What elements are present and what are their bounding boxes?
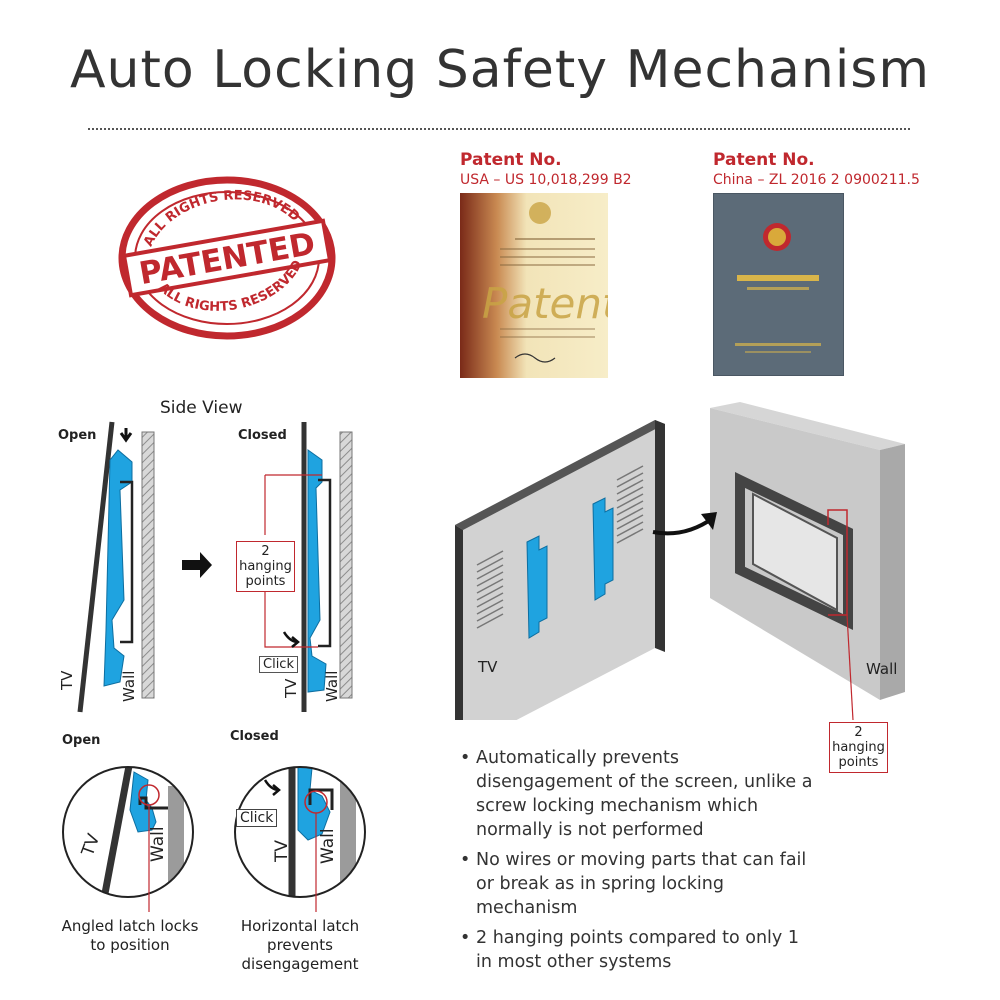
isometric-diagram (455, 402, 905, 720)
feature-item-no-wires: No wires or moving parts that can fail o… (460, 848, 820, 920)
patent-china-number: China – ZL 2016 2 0900211.5 (713, 172, 920, 188)
right-arrow-icon (182, 552, 212, 578)
china-patent-certificate-image (713, 193, 844, 376)
open-wall (141, 431, 155, 699)
closed-tv-bracket (307, 449, 327, 693)
detail-open-wall-label: Wall (148, 826, 168, 862)
feature-item-auto-prevent: Automatically prevents disengagement of … (460, 746, 820, 842)
open-detail-circle (63, 767, 193, 897)
side-closed-wall-label: Wall (323, 670, 341, 702)
tv-back (455, 420, 655, 720)
patent-china: Patent No. China – ZL 2016 2 0900211.5 (713, 150, 920, 188)
detail-closed-wall-label: Wall (318, 828, 338, 864)
side-click-label: Click (259, 656, 298, 673)
down-arrow-icon (119, 428, 133, 443)
tv-bracket-left (526, 535, 548, 639)
patent-usa: Patent No. USA – US 10,018,299 B2 (460, 150, 632, 188)
svg-text:Patent: Patent (482, 279, 608, 328)
detail-closed-tv-label: TV (272, 839, 292, 862)
detail-closed-label: Closed (230, 729, 279, 744)
closed-wall-bracket (318, 478, 332, 648)
title-divider (88, 128, 910, 130)
side-view-diagram (77, 421, 353, 713)
usa-patent-certificate-image: Patent (460, 193, 608, 378)
detail-closed-caption: Horizontal latch prevents disengagement (240, 917, 360, 973)
closed-detail-circle (235, 767, 365, 897)
side-view-title: Side View (160, 398, 243, 418)
hanging-leader-lines (264, 474, 322, 648)
side-open-label: Open (58, 428, 97, 443)
side-closed-tv-label: TV (282, 678, 300, 698)
open-tv-panel (77, 421, 115, 713)
closed-wall (339, 431, 353, 699)
iso-hanging-points-label: 2 hanging points (829, 722, 888, 773)
open-tv-bracket (103, 449, 133, 687)
side-open-tv-label: TV (58, 670, 76, 690)
patent-usa-number: USA – US 10,018,299 B2 (460, 172, 632, 188)
detail-click-label: Click (236, 809, 278, 827)
tv-vents-left (476, 550, 504, 629)
side-open-wall-label: Wall (120, 670, 138, 702)
side-closed-label: Closed (238, 428, 287, 443)
patent-usa-heading: Patent No. (460, 150, 562, 170)
iso-tv-label: TV (478, 658, 498, 676)
detail-open-caption: Angled latch locks to position (61, 917, 199, 954)
detail-open-label: Open (62, 733, 101, 748)
tv-bracket-right (592, 497, 614, 601)
wall-side (880, 444, 905, 700)
page-title: Auto Locking Safety Mechanism (69, 40, 931, 100)
click-arrow-icon (282, 631, 300, 648)
patented-stamp: ALL RIGHTS RESERVED PATENTED ALL RIGHTS … (118, 176, 336, 340)
iso-wall-label: Wall (866, 660, 898, 678)
wall-top (710, 402, 905, 450)
open-wall-bracket (120, 480, 134, 644)
side-hanging-points-label: 2 hanging points (236, 541, 295, 592)
detail-click-arrow-icon (263, 779, 281, 796)
tv-vents-right (616, 465, 644, 544)
patent-china-heading: Patent No. (713, 150, 815, 170)
feature-item-hanging-points: 2 hanging points compared to only 1 in m… (460, 926, 820, 974)
detail-view-diagram (62, 766, 366, 912)
feature-list: Automatically prevents disengagement of … (460, 746, 820, 980)
